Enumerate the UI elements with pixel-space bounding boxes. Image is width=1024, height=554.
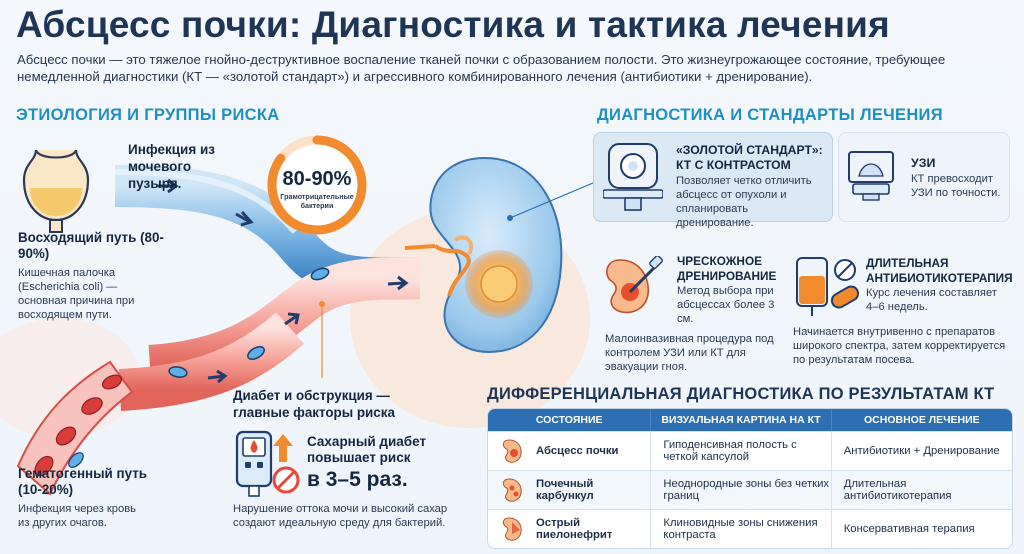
ct-scanner-icon <box>603 143 663 211</box>
bacteria-icon <box>168 267 330 378</box>
flow-arrow-icon <box>387 275 409 291</box>
treatment: Длительная антибиотикотерапия <box>830 471 1012 509</box>
column-header: ОСНОВНОЕ ЛЕЧЕНИЕ <box>830 409 1012 431</box>
ultrasound-title: УЗИ <box>911 156 936 170</box>
ultrasound-text: КТ превосходит УЗИ по точности. <box>911 173 1001 199</box>
intro-text: Абсцесс почки — это тяжелое гнойно-дестр… <box>17 52 946 84</box>
hematogenous-path-title: Гематогенный путь (10-20%) <box>18 466 147 497</box>
hematogenous-path-text: Инфекция через кровь из других очагов. <box>18 503 136 529</box>
glucometer-icon <box>235 430 300 497</box>
ascending-path-text: Кишечная палочка (Escherichia coli) — ос… <box>18 267 135 321</box>
blood-vessel-icon <box>16 360 134 496</box>
antibiotics-title: ДЛИТЕЛЬНАЯ АНТИБИОТИКОТЕРАПИЯ <box>866 256 1013 285</box>
state-name: Почечный карбункул <box>536 478 594 502</box>
kidney-icon <box>502 478 522 502</box>
bladder-icon <box>22 149 90 233</box>
donut-progress-arc <box>267 135 367 235</box>
etiology-illustration <box>0 149 600 496</box>
diabetes-value: в 3–5 раз. <box>307 468 408 491</box>
treatment: Консервативная терапия <box>830 510 1012 548</box>
antibiotics-text: Начинается внутривенно с препаратов широ… <box>793 326 1006 366</box>
drainage-text: Малоинвазивная процедура под контролем У… <box>605 333 774 373</box>
iv-drip-icon <box>796 257 860 316</box>
treatment: Антибиотики + Дренирование <box>830 432 1012 470</box>
drainage-kidney-icon <box>606 256 663 314</box>
ultrasound-icon <box>848 151 894 201</box>
risk-title: Диабет и обструкция — главные факторы ри… <box>233 388 395 420</box>
column-header: ВИЗУАЛЬНАЯ КАРТИНА НА КТ <box>650 409 830 431</box>
flow-arrow-icon <box>207 369 228 384</box>
ct-finding: Гиподенсивная полость с четкой капсулой <box>650 432 830 470</box>
ct-finding: Неоднородные зоны без четких границ <box>650 471 830 509</box>
kidney-icon <box>502 517 522 541</box>
bladder-infection-label: Инфекция из мочевого пузыря. <box>128 142 215 191</box>
table-row: Почечный карбункул Неоднородные зоны без… <box>488 470 1012 509</box>
ct-title: «ЗОЛОТОЙ СТАНДАРТ»: КТ С КОНТРАСТОМ <box>676 143 823 172</box>
page-title: Абсцесс почки: Диагностика и тактика леч… <box>16 4 890 45</box>
ct-finding: Клиновидные зоны снижения контраста <box>650 510 830 548</box>
stat-label: Грамотрицательные бактерии <box>280 192 354 210</box>
gram-negative-donut <box>267 135 367 235</box>
stat-value: 80-90% <box>282 168 352 190</box>
state-name: Острый пиелонефрит <box>536 517 613 541</box>
flow-arrow-icon <box>284 312 300 326</box>
kidney-icon <box>502 439 522 463</box>
table-row: Абсцесс почки Гиподенсивная полость с че… <box>488 431 1012 470</box>
drainage-short: Метод выбора при абсцессах более 3 см. <box>677 285 775 325</box>
drainage-title: ЧРЕСКОЖНОЕ ДРЕНИРОВАНИЕ <box>677 254 777 283</box>
diagnostics-heading: ДИАГНОСТИКА И СТАНДАРТЫ ЛЕЧЕНИЯ <box>597 106 943 124</box>
differential-heading: ДИФФЕРЕНЦИАЛЬНАЯ ДИАГНОСТИКА ПО РЕЗУЛЬТА… <box>487 385 995 403</box>
callout-line <box>509 179 600 219</box>
antibiotics-short: Курс лечения составляет 4–6 недель. <box>866 287 997 313</box>
state-name: Абсцесс почки <box>536 445 619 457</box>
diabetes-line: Сахарный диабет повышает риск <box>307 434 427 465</box>
etiology-heading: ЭТИОЛОГИЯ И ГРУППЫ РИСКА <box>16 106 280 124</box>
differential-table: СОСТОЯНИЕ ВИЗУАЛЬНАЯ КАРТИНА НА КТ ОСНОВ… <box>487 408 1013 549</box>
column-header: СОСТОЯНИЕ <box>535 414 603 426</box>
table-row: Острый пиелонефрит Клиновидные зоны сниж… <box>488 509 1012 548</box>
kidney-icon <box>404 156 563 354</box>
ascending-path-title: Восходящий путь (80-90%) <box>18 230 164 261</box>
risk-text: Нарушение оттока мочи и высокий сахар со… <box>233 503 448 529</box>
table-header: СОСТОЯНИЕ ВИЗУАЛЬНАЯ КАРТИНА НА КТ ОСНОВ… <box>488 409 1012 431</box>
ct-text: Позволяет четко отличить абсцесс от опух… <box>676 175 812 229</box>
